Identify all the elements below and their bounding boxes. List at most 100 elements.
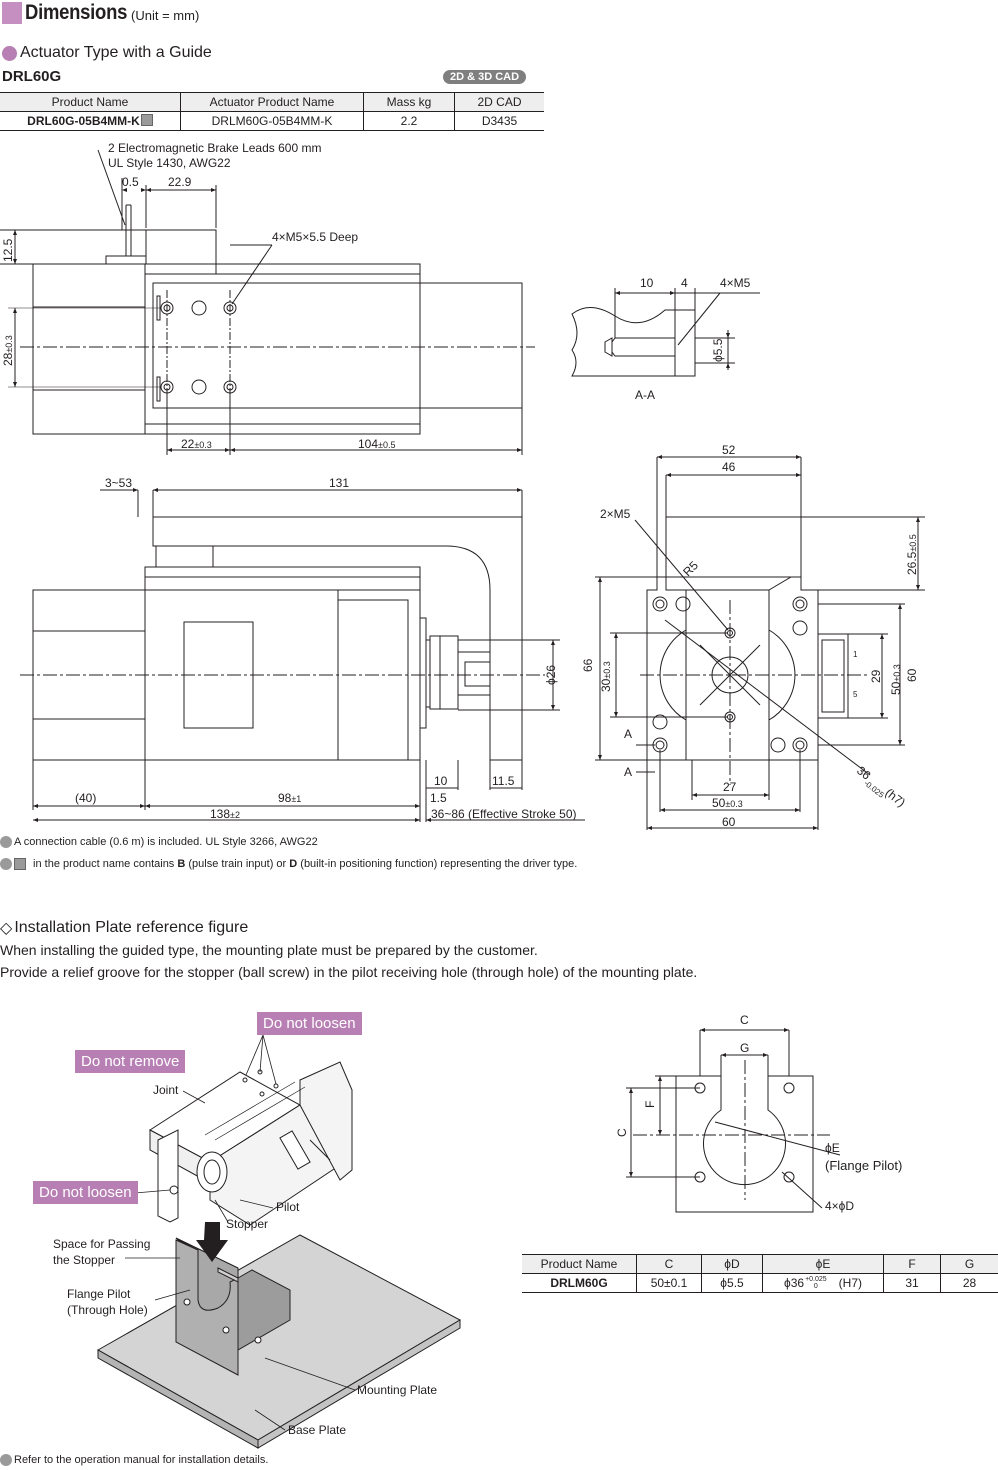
label-flange-1: Flange Pilot xyxy=(67,1287,131,1301)
dim-98: 98±1 xyxy=(278,791,301,805)
section-actuator-title: Actuator Type with a Guide xyxy=(2,44,212,62)
note-driver: in the product name contains B (pulse tr… xyxy=(0,858,577,870)
dim-40: (40) xyxy=(75,791,96,805)
dim-26-5: 26.5±0.5 xyxy=(905,534,919,575)
label-mounting-plate: Mounting Plate xyxy=(357,1383,437,1397)
label-pilot: Pilot xyxy=(276,1200,300,1214)
plate-dim-g: G xyxy=(740,1041,749,1055)
note-bullet-icon xyxy=(0,1454,12,1466)
cad-badge[interactable]: 2D & 3D CAD xyxy=(443,70,527,84)
col-actuator-name: Actuator Product Name xyxy=(180,92,364,112)
col-product-name: Product Name xyxy=(522,1254,637,1274)
dim-ul-style: UL Style 1430, AWG22 xyxy=(108,156,231,170)
dim-66: 66 xyxy=(581,658,595,672)
col-e: ϕE xyxy=(762,1254,884,1274)
dim-22-9: 22.9 xyxy=(168,175,192,189)
tag-do-not-loosen-side: Do not loosen xyxy=(33,1181,138,1204)
tag-do-not-loosen-top: Do not loosen xyxy=(257,1012,362,1035)
dim-aa-m5: 4×M5 xyxy=(720,276,751,290)
note-cable: A connection cable (0.6 m) is included. … xyxy=(0,836,318,848)
table-row: DRL60G-05B4MM-K DRLM60G-05B4MM-K 2.2 D34… xyxy=(0,111,544,131)
tag-do-not-remove: Do not remove xyxy=(75,1050,186,1073)
footer-note: Refer to the operation manual for instal… xyxy=(0,1454,268,1466)
cell-g: 28 xyxy=(940,1273,998,1293)
section-installation-title: ◇ Installation Plate reference figure xyxy=(0,919,249,937)
dim-stroke: 36~86 (Effective Stroke 50) xyxy=(431,807,577,821)
unit-label: (Unit = mm) xyxy=(131,8,200,23)
note-bullet-icon xyxy=(0,858,12,870)
model-name: DRL60G xyxy=(2,68,62,85)
cell-c: 50±0.1 xyxy=(636,1273,702,1293)
section-mark-a-2: A xyxy=(624,765,632,779)
dim-r5: R5 xyxy=(680,558,701,579)
dim-60: 60 xyxy=(905,668,919,682)
dim-50: 50±0.3 xyxy=(889,664,903,695)
dim-3-53: 3~53 xyxy=(105,476,132,490)
cell-actuator: DRLM60G-05B4MM-K xyxy=(180,111,364,131)
col-f: F xyxy=(883,1254,941,1274)
col-g: G xyxy=(940,1254,998,1274)
driver-type-square-icon xyxy=(140,114,153,126)
section-mark-a-1: A xyxy=(624,727,632,741)
dim-36-h7: 36-0.025(h7) xyxy=(852,763,908,813)
dim-0-5: 0.5 xyxy=(122,175,139,189)
header-square-icon xyxy=(2,2,22,24)
plate-dim-holes: 4×ϕD xyxy=(825,1199,854,1213)
cell-cad[interactable]: D3435 xyxy=(454,111,544,131)
dim-aa-phi: ϕ5.5 xyxy=(711,338,725,362)
dim-138: 138±2 xyxy=(210,807,240,821)
dim-phi26: ϕ26 xyxy=(544,665,558,685)
plate-dim-c-top: C xyxy=(740,1013,749,1027)
plate-dim-c-side: C xyxy=(615,1128,629,1137)
dimension-drawing: 2 Electromagnetic Brake Leads 600 mm UL … xyxy=(0,141,925,830)
cell-f: 31 xyxy=(883,1273,941,1293)
page-header: Dimensions (Unit = mm) xyxy=(2,0,199,26)
connector-pin-1: 1 xyxy=(853,650,858,659)
dim-28: 28±0.3 xyxy=(1,335,15,366)
dim-m5-deep: 4×M5×5.5 Deep xyxy=(272,230,358,244)
plate-dim-f: F xyxy=(643,1101,657,1108)
dim-aa-10: 10 xyxy=(640,276,654,290)
dim-1-5: 1.5 xyxy=(430,791,447,805)
circle-bullet-icon xyxy=(2,45,17,61)
col-c: C xyxy=(636,1254,702,1274)
dim-60b: 60 xyxy=(722,815,736,829)
dim-27: 27 xyxy=(723,780,737,794)
label-base-plate: Base Plate xyxy=(288,1423,346,1437)
dim-46: 46 xyxy=(722,460,736,474)
cell-d: ϕ5.5 xyxy=(701,1273,763,1293)
dim-52: 52 xyxy=(722,443,736,457)
dim-30: 30±0.3 xyxy=(599,661,613,692)
label-joint: Joint xyxy=(153,1083,179,1097)
plate-drawing: C G C F ϕE (Flange Pilot) 4×ϕD xyxy=(615,1013,902,1213)
note-bullet-icon xyxy=(0,836,12,848)
dim-aa-4: 4 xyxy=(681,276,688,290)
cell-product: DRLM60G xyxy=(522,1273,637,1293)
connector-pin-5: 5 xyxy=(853,690,858,699)
product-table: Product Name Actuator Product Name Mass … xyxy=(0,92,544,131)
plate-table: Product Name C ϕD ϕE F G DRLM60G 50±0.1 … xyxy=(522,1254,998,1293)
diamond-bullet-icon: ◇ xyxy=(0,920,13,937)
dim-11-5: 11.5 xyxy=(492,774,515,788)
page-title: Dimensions xyxy=(25,1,128,24)
installation-illustration: Joint Pilot Stopper Space for Passing th… xyxy=(53,1034,462,1449)
dim-brake-leads: 2 Electromagnetic Brake Leads 600 mm xyxy=(108,141,321,155)
label-flange-2: (Through Hole) xyxy=(67,1303,148,1317)
col-d: ϕD xyxy=(701,1254,763,1274)
dim-29: 29 xyxy=(869,669,883,683)
section-aa-label: A-A xyxy=(635,388,655,402)
installation-paragraph-1: When installing the guided type, the mou… xyxy=(0,942,538,958)
label-space-2: the Stopper xyxy=(53,1253,115,1267)
dim-104: 104±0.5 xyxy=(358,437,395,451)
cell-mass: 2.2 xyxy=(363,111,455,131)
plate-dim-phi-e: ϕE xyxy=(825,1141,840,1155)
dim-10: 10 xyxy=(434,774,448,788)
col-mass: Mass kg xyxy=(363,92,455,112)
label-space-1: Space for Passing xyxy=(53,1237,150,1251)
dim-2m5: 2×M5 xyxy=(600,507,631,521)
col-2d-cad: 2D CAD xyxy=(454,92,544,112)
dim-50b: 50±0.3 xyxy=(712,796,743,810)
dim-12-5: 12.5 xyxy=(1,238,15,262)
